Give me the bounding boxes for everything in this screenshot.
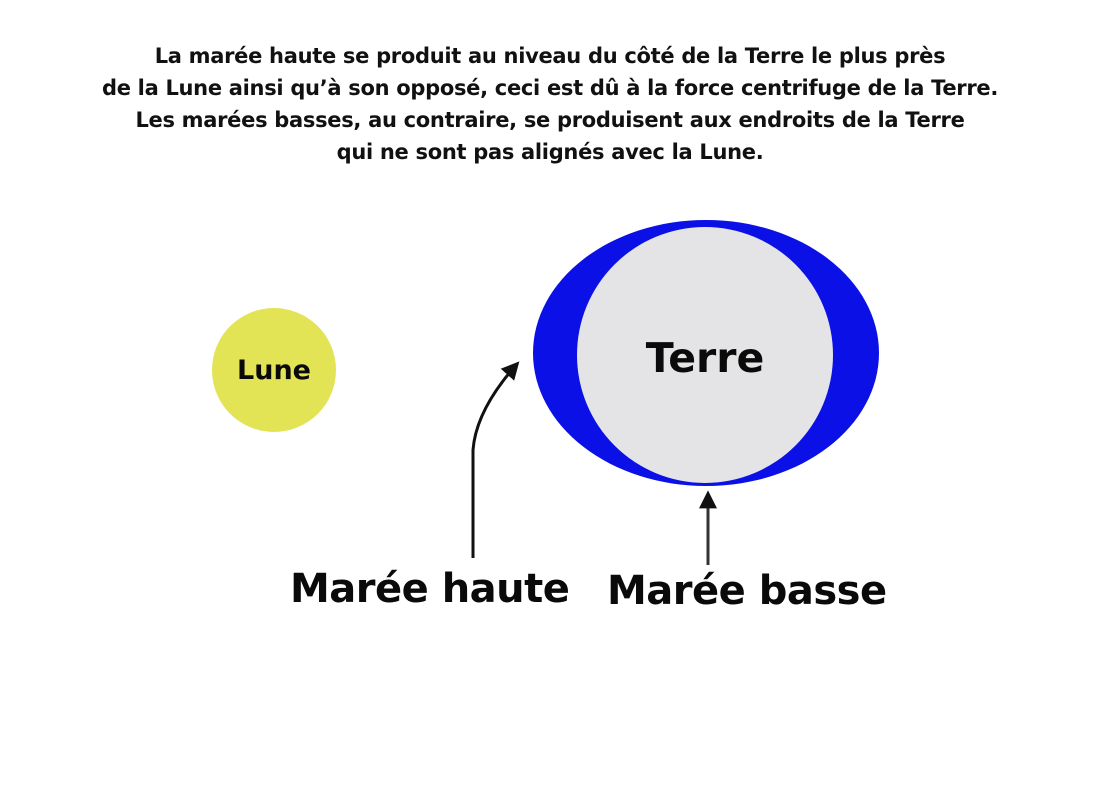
caption-line: de la Lune ainsi qu’à son opposé, ceci e… [101, 76, 998, 100]
high-tide-arrow [471, 361, 520, 558]
caption-line: Les marées basses, au contraire, se prod… [135, 108, 965, 132]
earth-circle [577, 227, 833, 483]
caption-line: qui ne sont pas alignés avec la Lune. [336, 140, 764, 164]
earth-label: Terre [645, 334, 765, 382]
low-tide-label: Marée basse [607, 568, 887, 614]
moon-label: Lune [237, 355, 311, 386]
moon-circle [212, 308, 336, 432]
caption: La marée haute se produit au niveau du c… [0, 40, 1100, 168]
caption-line: La marée haute se produit au niveau du c… [154, 44, 946, 68]
high-tide-label: Marée haute [290, 566, 570, 612]
